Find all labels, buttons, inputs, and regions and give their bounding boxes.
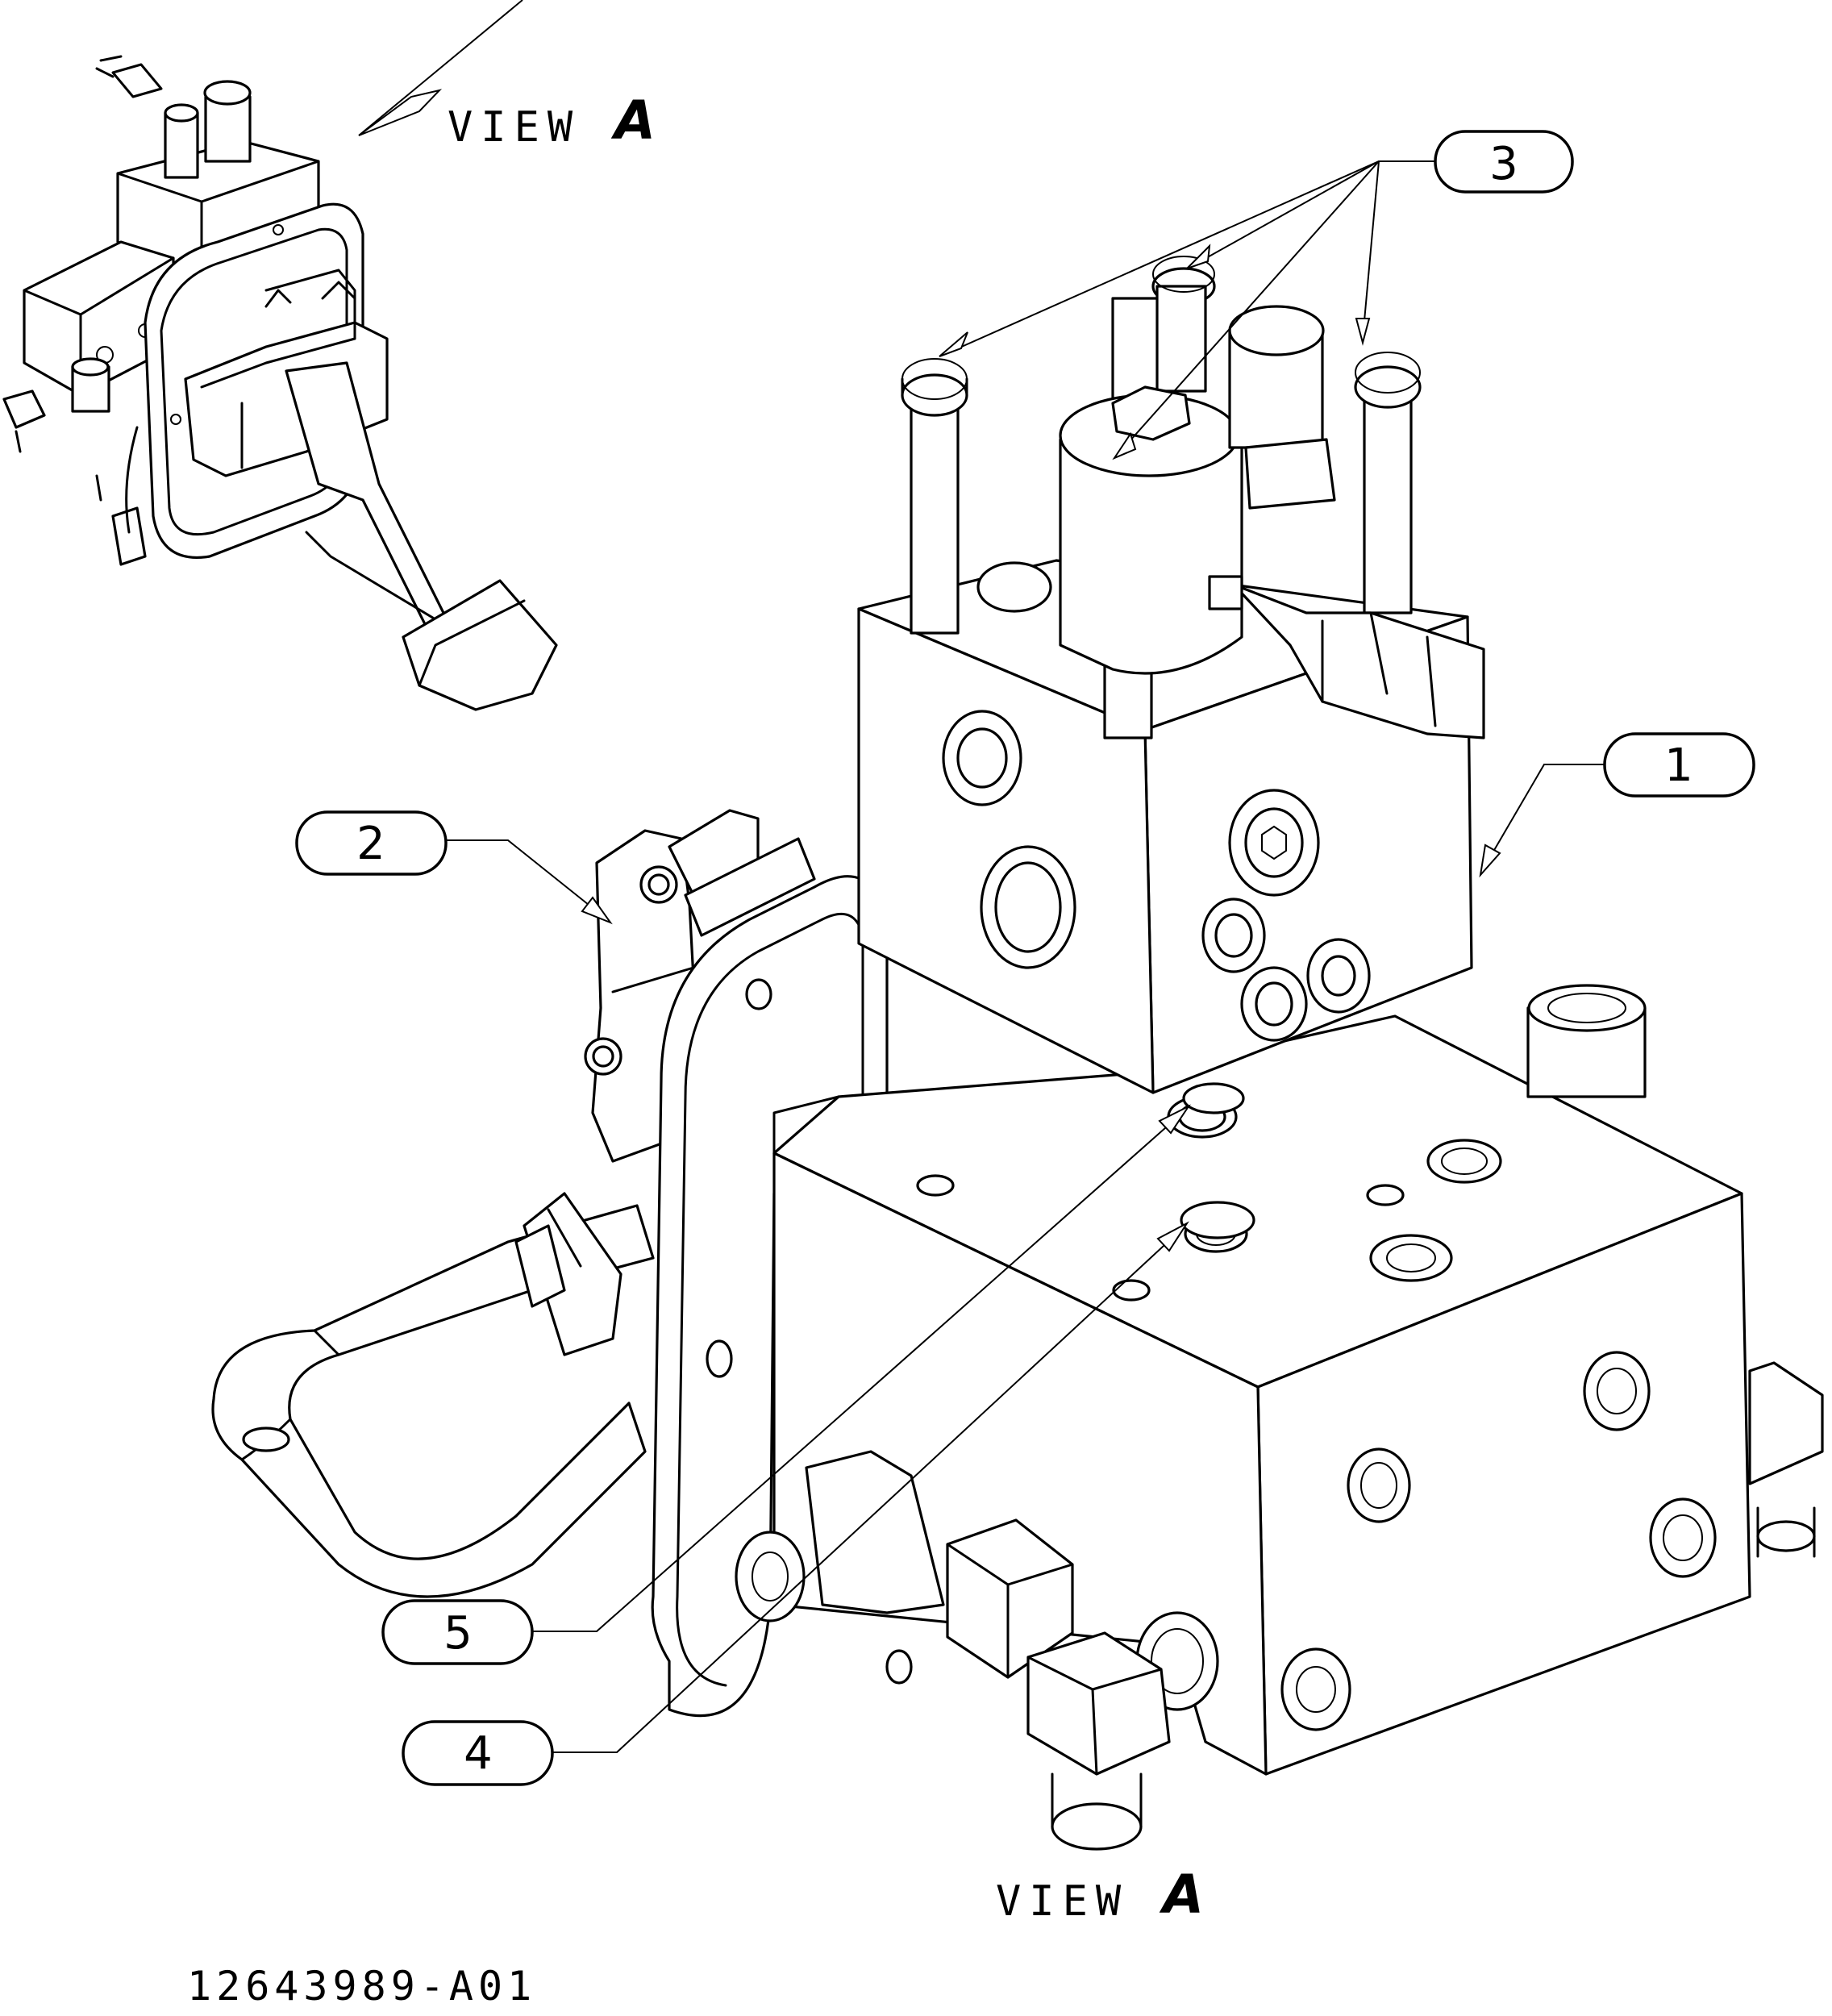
callout-4-label: 4: [464, 1727, 493, 1780]
view-label-bottom-letter: A: [1159, 1864, 1204, 1926]
callout-1: 1: [1479, 732, 1755, 878]
main-assembly: [211, 256, 1824, 1851]
view-label-bottom-word: VIEW: [996, 1877, 1129, 1926]
callout-1-label: 1: [1664, 739, 1693, 792]
callout-2-label: 2: [356, 818, 385, 870]
drawing-reference-number: 12643989-A01: [187, 1963, 536, 2010]
view-label-bottom: VIEW A: [996, 1864, 1204, 1926]
callout-4: 4: [402, 1221, 1189, 1786]
callout-5: 5: [381, 1104, 1191, 1665]
view-label-top-word: VIEW: [448, 103, 581, 152]
pedal-assembly: [211, 1192, 655, 1598]
lower-manifold-block: [735, 984, 1824, 1851]
callout-3-label: 3: [1489, 138, 1518, 190]
pedal-bracket: [584, 809, 816, 1163]
solenoid-valve: [976, 305, 1485, 739]
callout-3: 3: [939, 130, 1574, 460]
callout-5-label: 5: [443, 1607, 473, 1660]
mounting-plate: [651, 875, 913, 1718]
inset-overview-assembly: [2, 55, 558, 711]
view-label-top-letter: A: [610, 90, 656, 152]
view-direction-arrow: [358, 0, 523, 136]
callout-2: 2: [295, 810, 613, 925]
view-label-top: VIEW A: [448, 90, 656, 152]
